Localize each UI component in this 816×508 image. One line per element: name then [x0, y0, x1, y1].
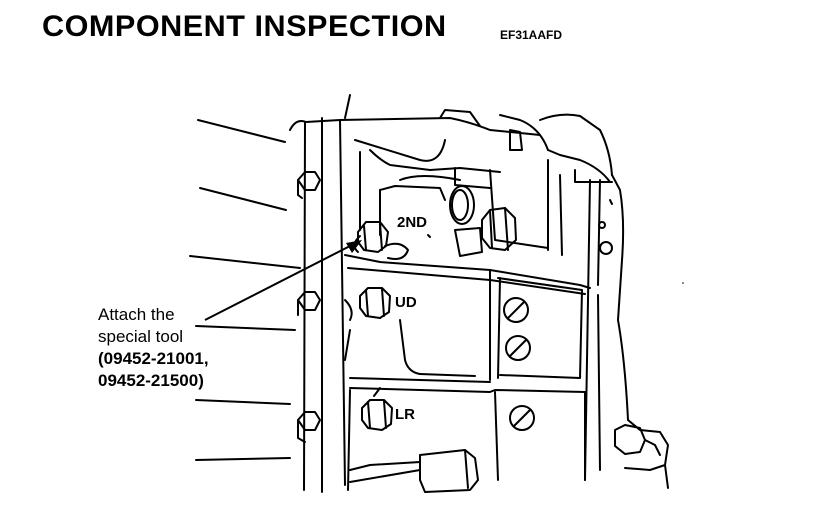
- port-label-lr: LR: [395, 406, 415, 423]
- tool-number: (09452-21001,: [98, 349, 209, 368]
- plug: [509, 405, 535, 431]
- port-fitting-lr: [361, 399, 393, 431]
- leader-line: [199, 187, 287, 211]
- port-label-2nd: 2ND: [397, 214, 428, 231]
- leader-line: [195, 325, 296, 331]
- tool-callout: Attach the special tool (09452-21001, 09…: [98, 304, 209, 392]
- tool-number: 09452-21500): [98, 371, 204, 390]
- leader-line: [197, 119, 286, 143]
- leader-line: [189, 255, 301, 269]
- callout-arrow: [204, 244, 353, 321]
- leader-line: [195, 457, 291, 461]
- plug: [503, 297, 529, 323]
- callout-line: special tool: [98, 327, 184, 346]
- callout-line: Attach the: [98, 305, 175, 324]
- port-label-ud: UD: [395, 294, 417, 311]
- leader-line: [195, 399, 291, 405]
- reference-code: EF31AAFD: [500, 28, 563, 42]
- section-title: COMPONENT INSPECTION: [42, 10, 447, 43]
- port-fitting-ud: [359, 287, 391, 319]
- plug: [505, 335, 531, 361]
- arrow-head: [346, 240, 362, 253]
- port-fitting-2nd: [357, 221, 389, 253]
